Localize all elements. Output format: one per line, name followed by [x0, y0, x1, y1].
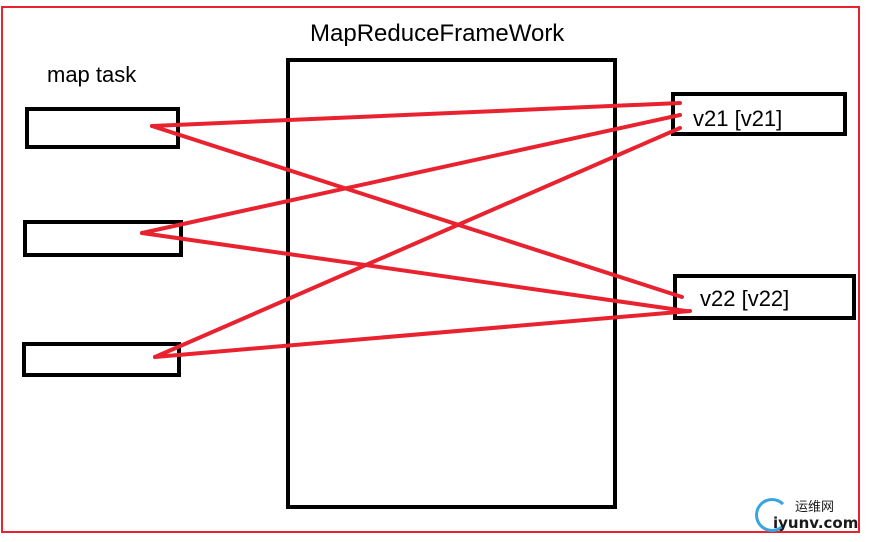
map-task-label: map task: [47, 62, 137, 87]
map-task-box-3: [22, 342, 181, 377]
map-task-box-1: [25, 107, 180, 149]
line-map1-to-v21: [150, 101, 682, 128]
framework-box: [286, 58, 617, 509]
line-map2-to-v22: [140, 231, 688, 313]
line-map1-to-v22: [150, 124, 684, 299]
output-label-v22: v22 [v22]: [700, 286, 790, 311]
output-box-v21: [671, 92, 847, 136]
output-label-v21: v21 [v21]: [693, 106, 783, 131]
line-map3-to-v21: [153, 126, 682, 359]
line-map2-to-v21: [140, 113, 682, 235]
watermark-bottom-text: iyunv.com: [773, 514, 859, 532]
watermark-logo-icon: [755, 498, 789, 532]
outer-red-border: [1, 6, 860, 533]
watermark: 运维网 iyunv.com: [755, 494, 865, 538]
output-box-v22: [673, 274, 856, 320]
watermark-top-text: 运维网: [795, 500, 835, 515]
framework-title: MapReduceFrameWork: [310, 20, 565, 47]
line-map3-to-v22: [153, 309, 692, 359]
